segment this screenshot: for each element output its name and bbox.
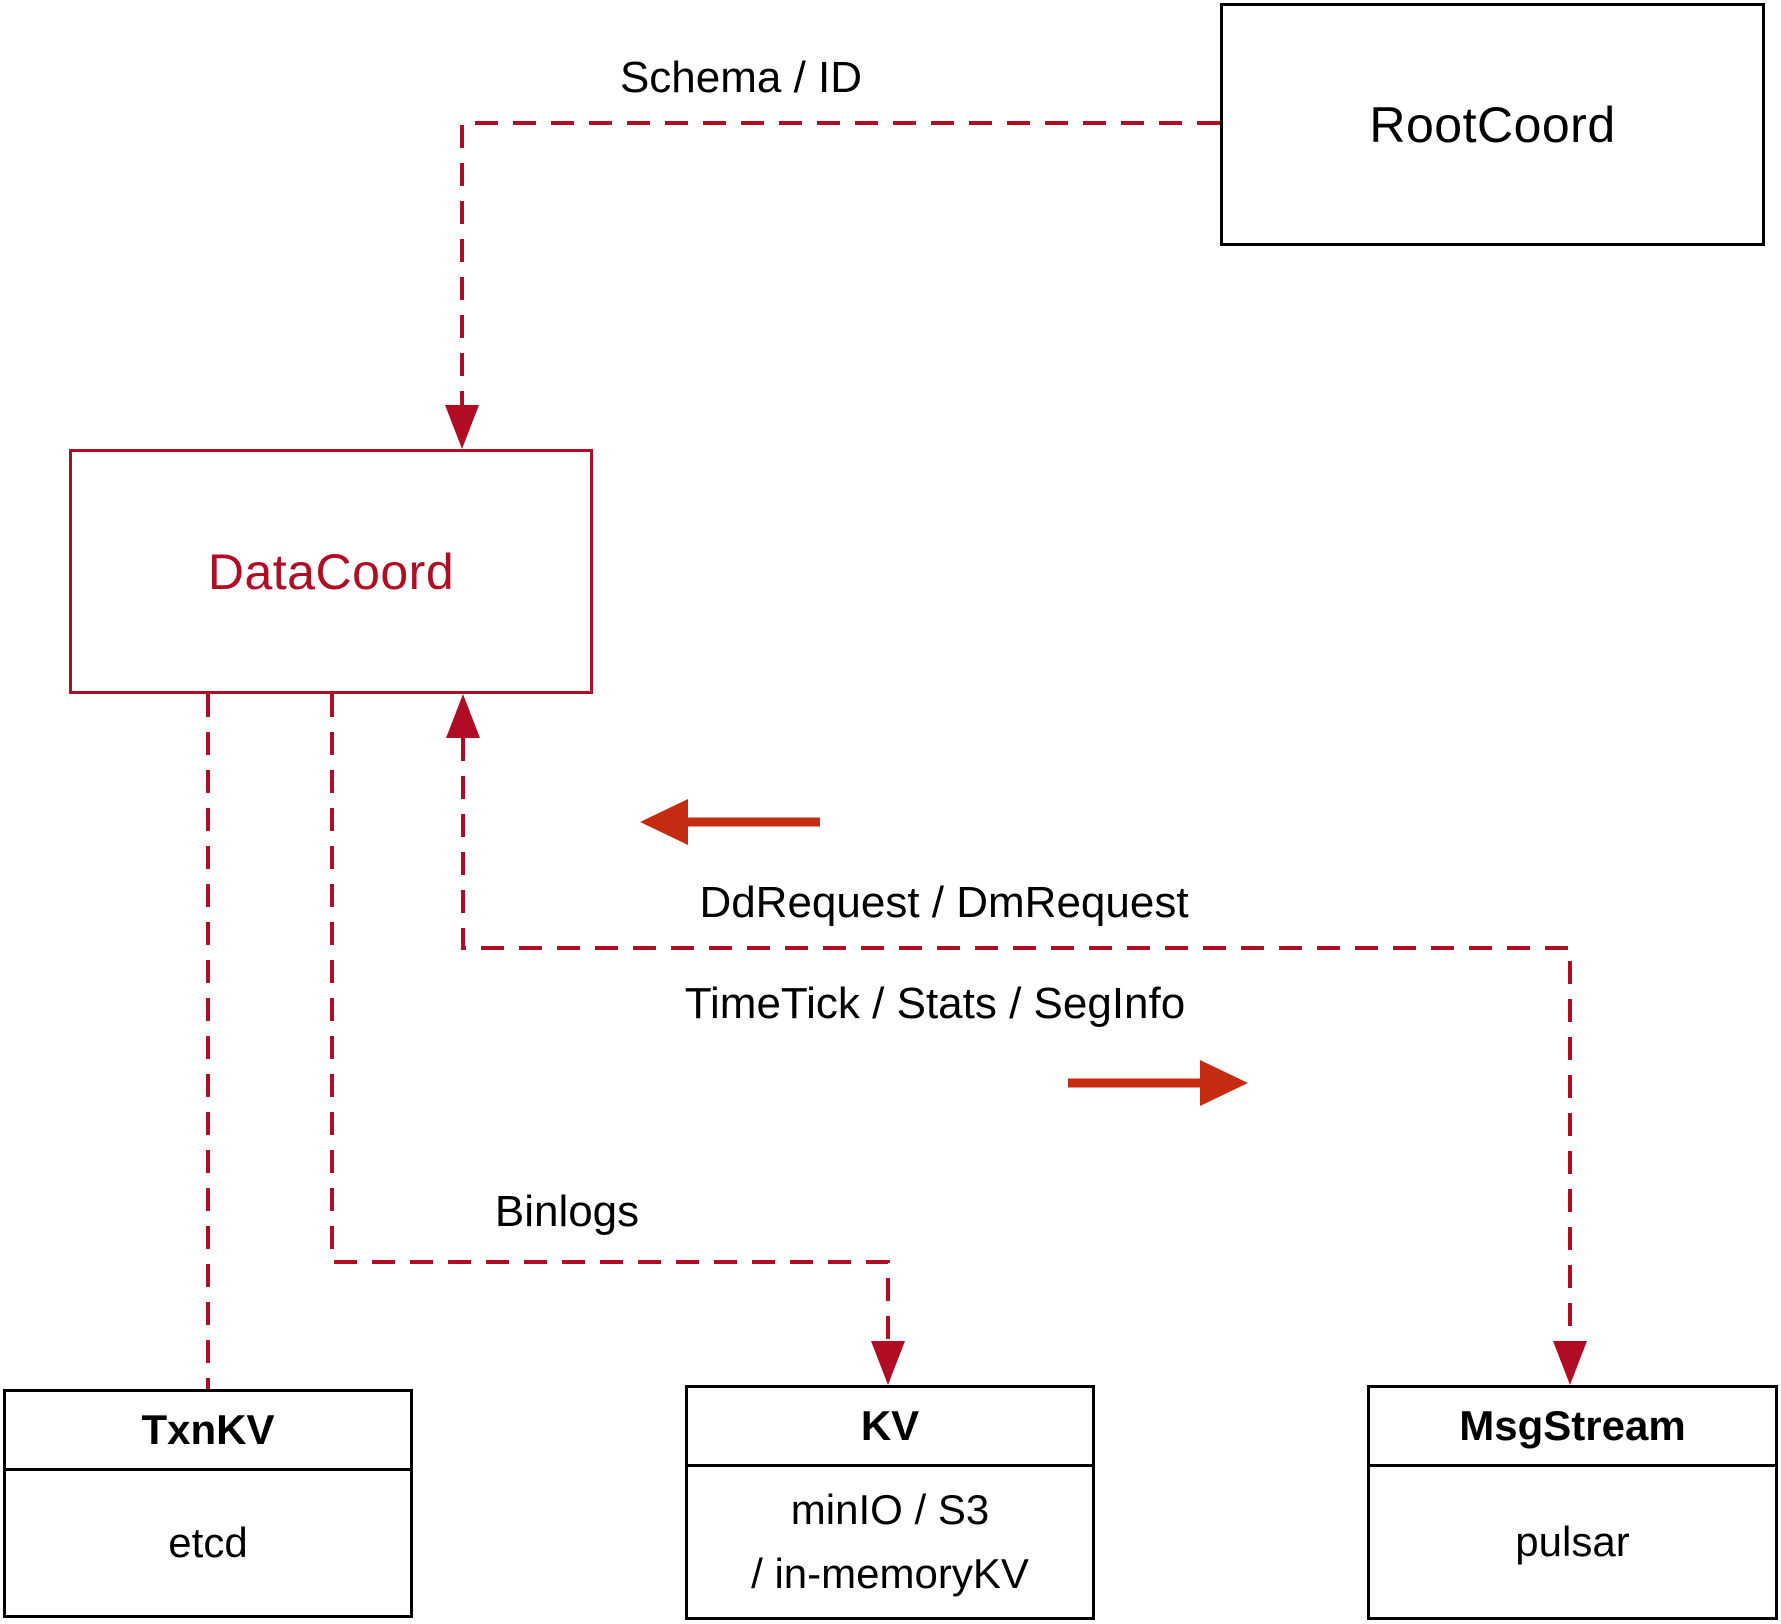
kv-body: minIO / S3 / in-memoryKV (688, 1467, 1092, 1617)
kv-body-line: minIO / S3 (790, 1486, 990, 1533)
datacoord-label: DataCoord (207, 543, 455, 600)
kv-title: KV (688, 1388, 1092, 1467)
rootcoord-label: RootCoord (1369, 96, 1616, 153)
schema-id-label: Schema / ID (619, 53, 863, 102)
arrowhead-up-datacoord-icon (446, 694, 480, 738)
time-tick-label: TimeTick / Stats / SegInfo (684, 979, 1186, 1028)
right-direction-arrow-icon (1068, 1060, 1248, 1106)
arrowhead-down-msgstream-icon (1553, 1341, 1587, 1385)
datacoord-node: DataCoord (69, 449, 593, 694)
txnkv-node: TxnKV etcd (3, 1389, 413, 1618)
kv-node: KV minIO / S3 / in-memoryKV (685, 1385, 1095, 1620)
msgstream-title: MsgStream (1370, 1388, 1775, 1467)
msgstream-node: MsgStream pulsar (1367, 1385, 1778, 1620)
arrowhead-down-datacoord-icon (445, 405, 479, 449)
kv-body-line: / in-memoryKV (751, 1550, 1029, 1597)
left-direction-arrow-icon (640, 799, 820, 845)
binlogs-edge (330, 694, 890, 1341)
msgstream-body-line: pulsar (1515, 1518, 1630, 1565)
txnkv-body-line: etcd (168, 1519, 248, 1566)
arrowhead-down-kv-icon (871, 1341, 905, 1385)
dd-request-label: DdRequest / DmRequest (699, 878, 1189, 927)
msgstream-body: pulsar (1370, 1467, 1775, 1617)
binlogs-label: Binlogs (494, 1187, 640, 1236)
rootcoord-node: RootCoord (1220, 3, 1765, 246)
txnkv-body: etcd (6, 1471, 410, 1615)
dd-request-edge (461, 738, 1572, 1341)
schema-id-edge (460, 121, 1220, 405)
txnkv-title: TxnKV (6, 1392, 410, 1471)
